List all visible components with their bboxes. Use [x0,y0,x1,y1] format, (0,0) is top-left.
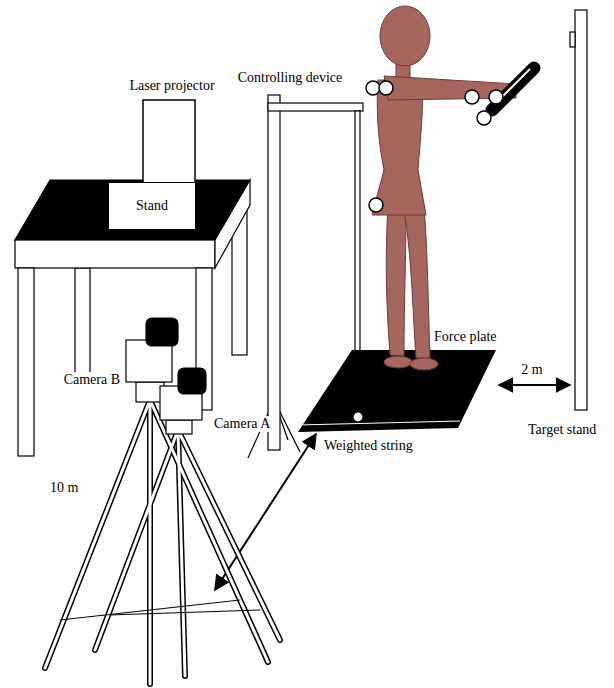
camera-tripod [45,400,280,684]
part-label: Camera B [62,372,122,388]
part-label: Force plate [432,329,499,345]
target-stand [570,10,587,410]
part-label: Target stand [526,422,598,438]
table [15,180,250,456]
part-label: Laser projector [127,78,216,94]
dimension-arrow [215,434,316,590]
reflective-markers [366,81,503,212]
dimension-arrow [499,384,570,386]
camera-a [160,368,206,434]
laser-projector [143,100,195,184]
string-weight [353,412,363,422]
part-label: Controlling device [236,70,345,86]
part-label: Camera A [212,416,272,432]
part-label: 2 m [519,362,544,378]
participant-figure [372,6,516,370]
stand-box: Stand [108,182,196,230]
part-label: Weighted string [322,438,415,454]
part-label: 10 m [48,480,80,496]
node-text: Stand [136,198,168,214]
force-plate [298,350,496,432]
